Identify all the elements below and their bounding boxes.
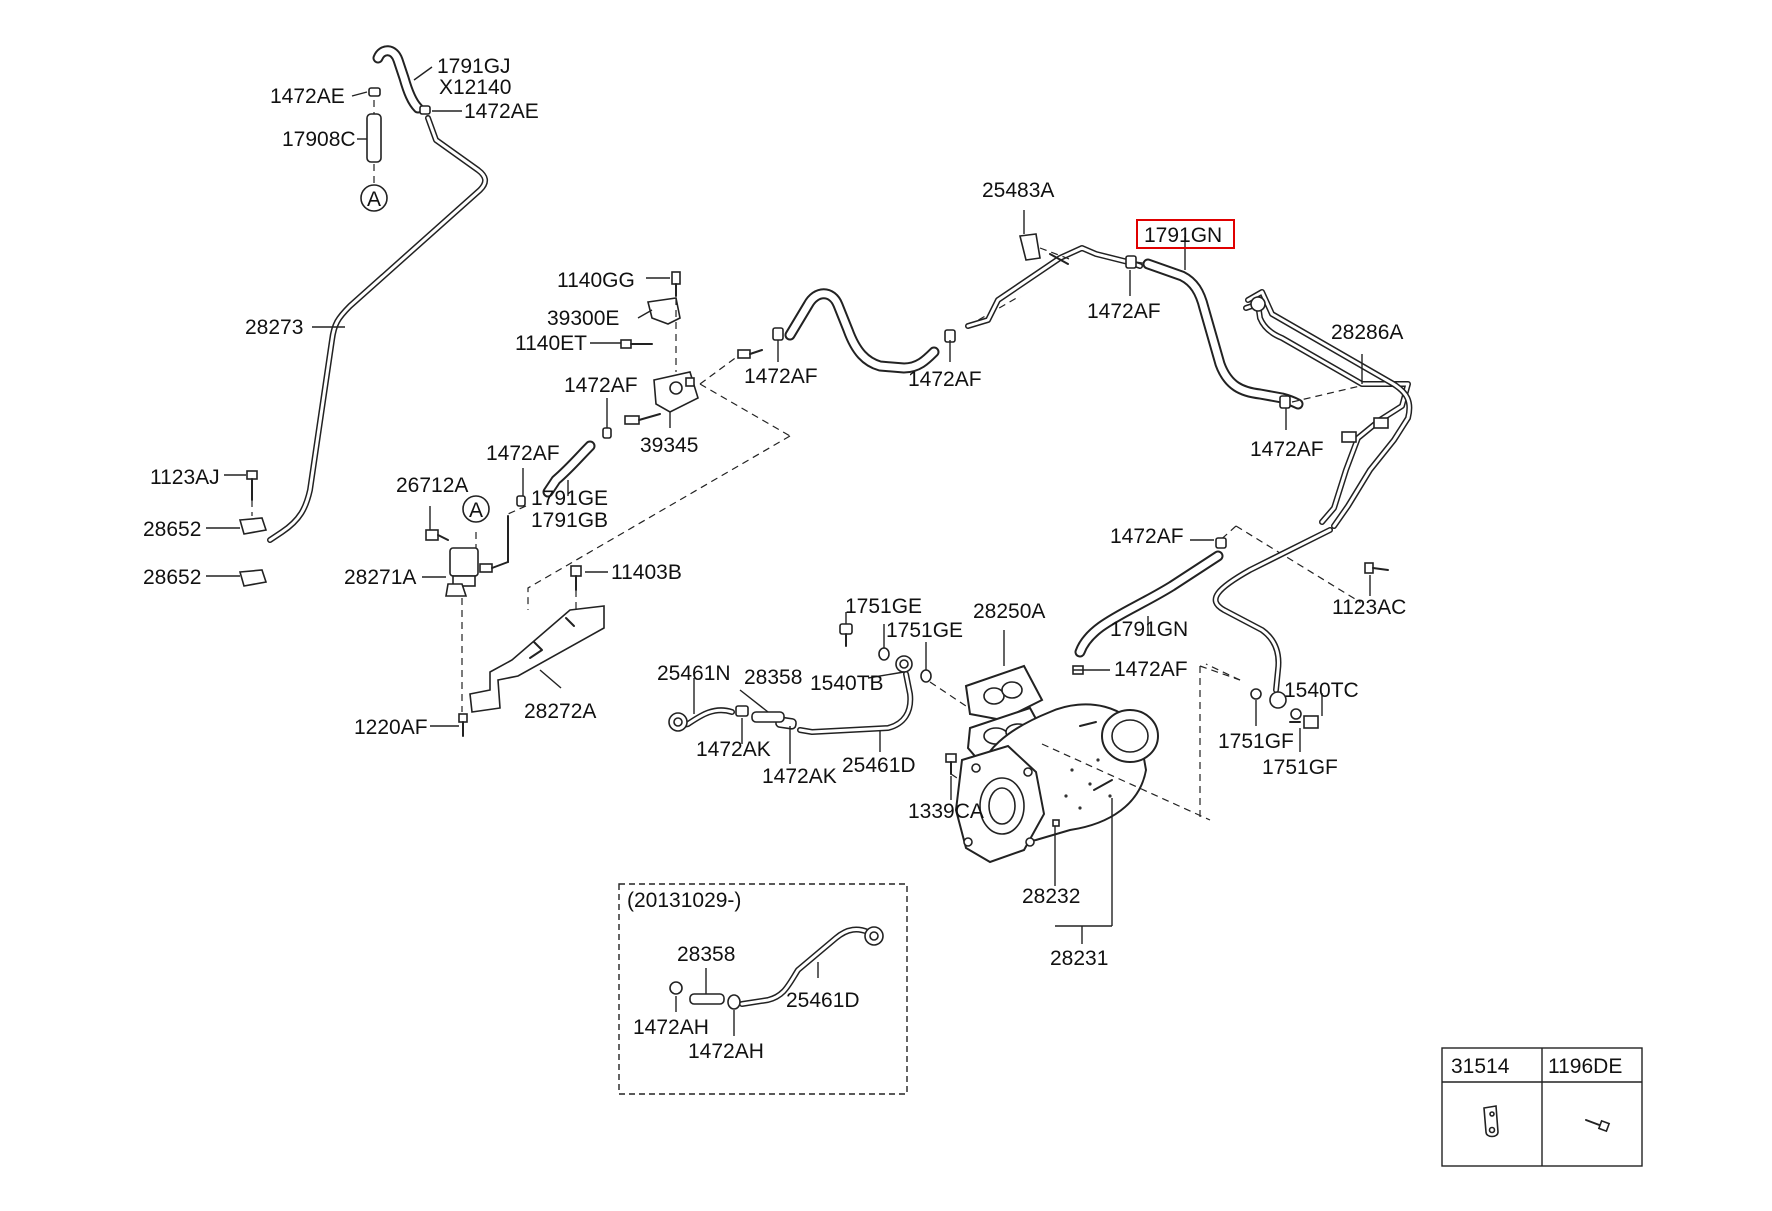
label-1472AF-hose: 1472AF [486,442,560,465]
label-28271A: 28271A [344,566,416,589]
label-26712A: 26712A [396,474,468,497]
legend-header-1196DE: 1196DE [1548,1055,1622,1078]
clamp-28652-lower [238,569,268,587]
tube-28273-group: A [206,45,488,587]
label-28273: 28273 [245,316,303,339]
label-1140GG: 1140GG [557,269,635,292]
callout-a-top-label: A [367,188,381,211]
label-1472AE-right: 1472AE [464,100,539,123]
turbocharger-28231 [945,630,1211,944]
valve-sensor-group: A [422,271,791,737]
highlight-box-1791GN [1136,219,1235,249]
label-1751GF-left: 1751GF [1218,730,1294,753]
hose-28358 [751,711,785,723]
label-25461D-main: 25461D [842,754,916,777]
label-1791GB: 1791GB [531,509,608,532]
label-1472AF-center: 1472AF [908,368,982,391]
label-1472AF-right: 1472AF [1250,438,1324,461]
label-1472AF-upper-right: 1472AF [1087,300,1161,323]
label-1472AF-center-left: 1472AF [744,365,818,388]
oil-feed-group [668,612,967,764]
label-1140ET: 1140ET [515,332,587,355]
label-11403B: 11403B [611,561,682,584]
legend-table [1441,1047,1643,1167]
label-date-range: (20131029-) [627,889,741,912]
label-17908C: 17908C [282,128,356,151]
bracket-28272A [469,605,605,713]
label-28272A: 28272A [524,700,596,723]
label-1123AC: 1123AC [1332,596,1406,619]
label-28250A: 28250A [973,600,1045,623]
label-1791GE-upper: 1791GE [531,487,608,510]
label-25461D-variant: 25461D [786,989,860,1012]
clamp-28652-upper [238,517,268,535]
upper-oil-lines-group [699,210,1413,529]
label-1472AF-drain: 1472AF [1110,525,1184,548]
label-28358-variant: 28358 [677,943,735,966]
label-1472AK-left: 1472AK [696,738,771,761]
label-1472AH-left: 1472AH [633,1016,709,1039]
label-1472AK-right: 1472AK [762,765,837,788]
bracket-25483A [1019,233,1041,261]
label-X12140: X12140 [439,76,511,99]
label-28232: 28232 [1022,885,1080,908]
variant-box-20131029 [618,883,908,1095]
bolt-1196DE-icon [1585,1119,1611,1133]
legend-header-31514: 31514 [1451,1055,1510,1078]
callout-a-top [360,184,388,212]
label-1123AJ: 1123AJ [150,466,220,489]
label-1540TC: 1540TC [1284,679,1359,702]
label-1751GE-left: 1751GE [845,595,922,618]
label-25461N: 25461N [657,662,731,685]
label-1220AF: 1220AF [354,716,428,739]
label-25483A: 25483A [982,179,1054,202]
label-39345: 39345 [640,434,698,457]
label-28231: 28231 [1050,947,1108,970]
drain-line-group [1072,525,1389,820]
label-1751GE-right: 1751GE [886,619,963,642]
label-1472AH-right: 1472AH [688,1040,764,1063]
callout-a-valve [462,495,490,523]
label-28652-lower: 28652 [143,566,201,589]
label-28286A: 28286A [1331,321,1403,344]
label-1791GJ: 1791GJ [437,55,511,78]
label-1751GF-right: 1751GF [1262,756,1338,779]
label-39300E: 39300E [547,307,619,330]
label-1339CA: 1339CA [908,800,984,823]
label-1472AF-valve: 1472AF [564,374,638,397]
label-1472AF-turbo: 1472AF [1114,658,1188,681]
sensor-39300E [647,297,681,325]
solenoid-28271A [449,547,479,577]
label-1540TB: 1540TB [810,672,884,695]
label-28358-main: 28358 [744,666,802,689]
callout-a-valve-label: A [469,499,483,522]
label-1472AE-left: 1472AE [270,85,345,108]
label-28652-upper: 28652 [143,518,201,541]
label-1791GN-lower: 1791GN [1110,618,1188,641]
label-1791GN-highlighted[interactable]: 1791GN [1144,224,1222,247]
